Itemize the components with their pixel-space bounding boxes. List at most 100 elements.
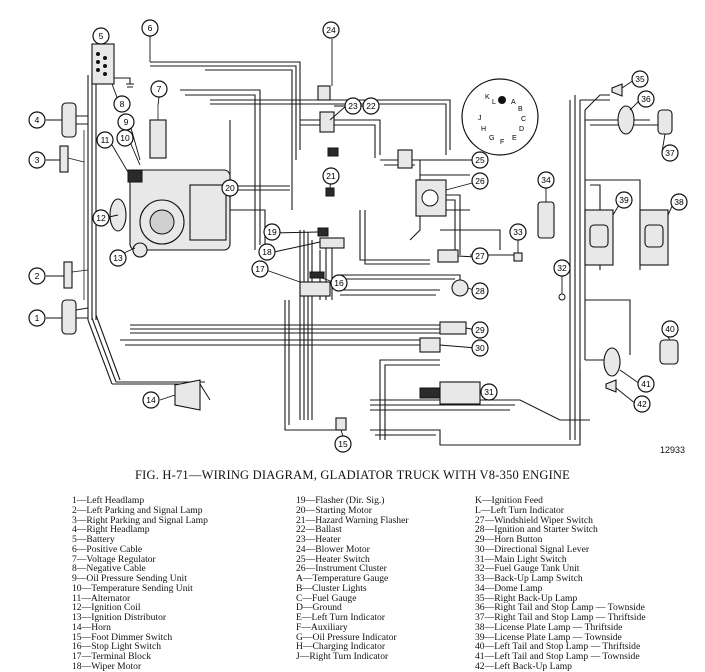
legend-item: 41—Left Tail and Stop Lamp — Townside [475,651,640,662]
switches [419,249,469,353]
voltage-regulator [149,105,167,159]
legend-item: 29—Horn Button [475,534,543,545]
fuel-gauge-tank-unit [558,293,566,301]
legend-item: 4—Right Headlamp [72,524,150,536]
svg-text:3: 3 [35,155,40,165]
callout-41: 41 [637,375,655,393]
svg-text:21: 21 [326,171,336,181]
legend-item: 28—Ignition and Starter Switch [475,524,598,536]
instrument-cluster [397,149,447,217]
legend-item: 18—Wiper Motor [72,660,142,672]
main-light-switch [419,381,481,405]
callout-12: 12 [92,209,110,227]
terminal-block [299,271,331,297]
legend-item: G—Oil Pressure Indicator [296,631,397,643]
svg-text:35: 35 [635,74,645,84]
callout-42: 42 [633,395,651,413]
svg-text:40: 40 [665,324,675,334]
legend-item: 34—Dome Lamp [475,582,543,594]
svg-text:39: 39 [619,195,629,205]
legend-item: 35—Right Back-Up Lamp [475,592,578,604]
legend-item: 11—Alternator [72,592,131,604]
legend-item: 37—Right Tail and Stop Lamp — Thriftside [475,612,646,623]
legend-item: 42—Left Back-Up Lamp [475,660,572,672]
svg-text:34: 34 [541,175,551,185]
svg-text:5: 5 [99,31,104,41]
legend-item: 1—Left Headlamp [72,495,145,506]
legend-item: 16—Stop Light Switch [72,641,162,653]
svg-text:28: 28 [475,286,485,296]
svg-text:41: 41 [641,379,651,389]
legend-item: B—Cluster Lights [296,582,367,594]
callout-39: 39 [615,191,633,209]
legend-item: 13—Ignition Distributor [72,612,167,623]
callout-5: 5 [92,27,110,45]
legend-item: E—Left Turn Indicator [296,612,385,623]
legend-item: 9—Oil Pressure Sending Unit [72,573,187,584]
callout-3: 3 [28,151,46,169]
callout-17: 17 [251,260,269,278]
svg-text:11: 11 [101,135,110,145]
callout-36: 36 [637,90,655,108]
callout-32: 32 [553,259,571,277]
svg-text:31: 31 [484,387,494,397]
callout-23: 23 [344,97,362,115]
svg-text:L: L [492,99,496,106]
svg-text:J: J [478,115,482,122]
callout-21: 21 [322,167,340,185]
svg-text:36: 36 [641,94,651,104]
callout-13: 13 [109,249,127,267]
heater-blower [317,85,339,157]
svg-text:30: 30 [475,343,485,353]
callout-35: 35 [631,70,649,88]
legend-item: 36—Right Tail and Stop Lamp — Townside [475,602,645,614]
legend-item: 12—Ignition Coil [72,602,141,614]
callout-29: 29 [471,321,489,339]
callout-37: 37 [661,144,679,162]
legend-item: 32—Fuel Gauge Tank Unit [475,563,580,575]
legend-item: 20—Starting Motor [296,504,372,516]
legend-item: 22—Ballast [296,524,342,536]
svg-text:6: 6 [148,23,153,33]
legend-item: C—Fuel Gauge [296,592,357,604]
svg-text:19: 19 [267,227,277,237]
callout-2: 2 [28,267,46,285]
back-up-lamp-switch [513,252,523,262]
legend-item: 33—Back-Up Lamp Switch [475,573,583,584]
legend-item: 19—Flasher (Dir. Sig.) [296,495,385,506]
callout-1: 1 [28,309,46,327]
svg-text:17: 17 [255,264,265,274]
figure-caption: FIG. H-71—WIRING DIAGRAM, GLADIATOR TRUC… [134,468,570,482]
svg-text:38: 38 [674,197,684,207]
legend-column-2: 19—Flasher (Dir. Sig.)20—Starting Motor 2… [296,496,409,662]
svg-text:14: 14 [146,395,156,405]
svg-text:1: 1 [35,313,40,323]
svg-text:4: 4 [35,115,40,125]
callout-11: 11 [96,131,114,149]
battery [91,43,134,88]
svg-text:27: 27 [475,251,485,261]
v8-engine [109,169,231,258]
callout-10: 10 [116,129,134,147]
legend-item: K—Ignition Feed [475,495,543,506]
legend-item: 23—Heater [296,534,341,545]
legend-item: 8—Negative Cable [72,563,146,575]
svg-text:C: C [521,116,526,123]
svg-text:37: 37 [665,148,675,158]
wire-harness [83,61,660,446]
dome-lamp [537,201,555,239]
cluster-connector-diagram [461,78,539,156]
hazard-flasher [325,187,335,197]
callout-33: 33 [509,223,527,241]
svg-text:13: 13 [113,253,123,263]
callout-25: 25 [471,151,489,169]
svg-text:29: 29 [475,325,485,335]
legend-item: 3—Right Parking and Signal Lamp [72,514,208,526]
left-headlamp [61,299,89,335]
callout-34: 34 [537,171,555,189]
legend-item: 25—Heater Switch [296,553,370,565]
svg-text:7: 7 [157,84,162,94]
svg-text:25: 25 [475,155,485,165]
